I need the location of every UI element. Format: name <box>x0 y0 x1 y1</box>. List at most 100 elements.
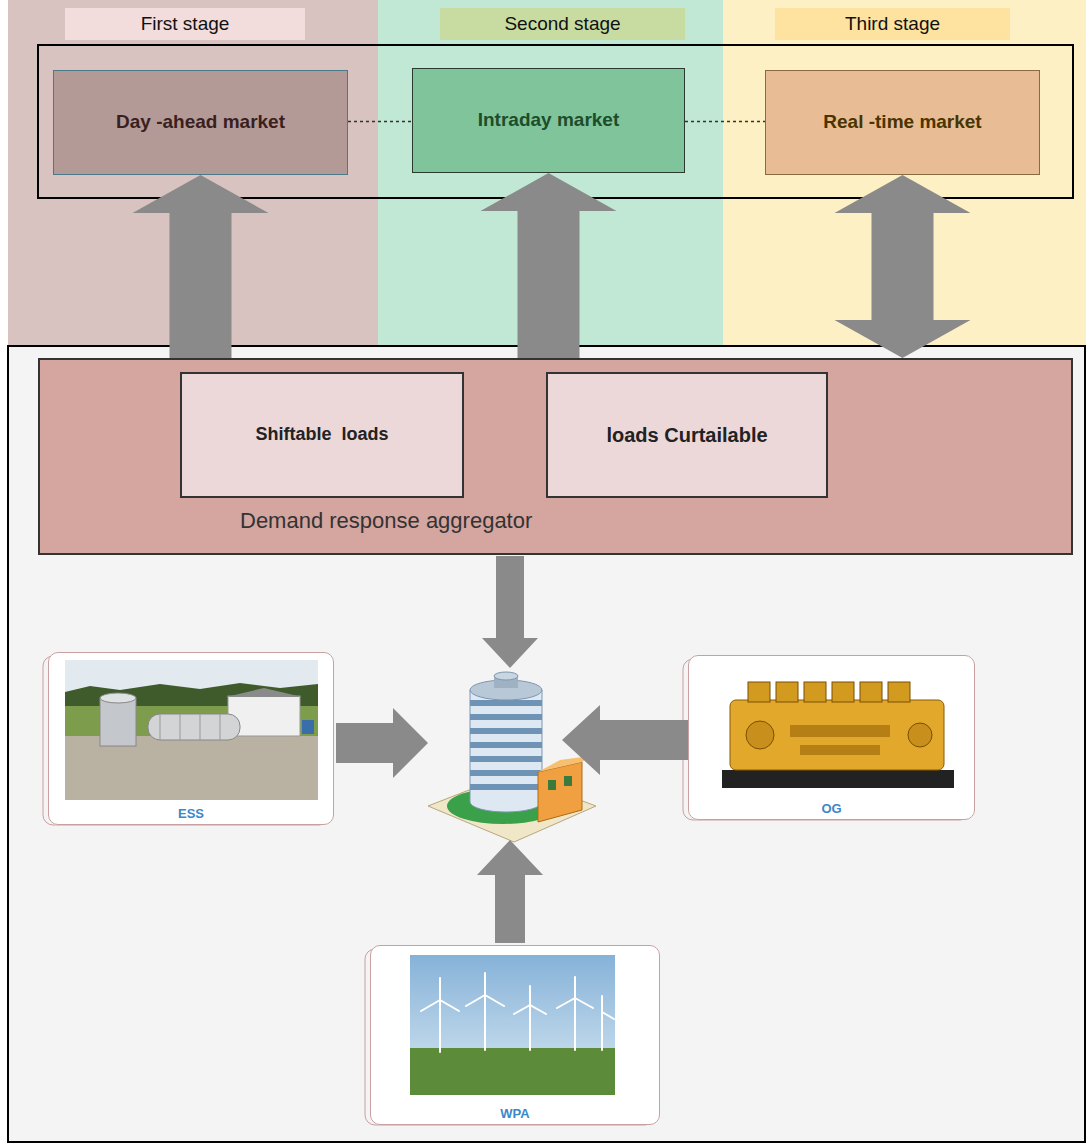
box-label: Intraday market <box>478 109 620 132</box>
drawing-part <box>748 682 910 702</box>
drawing-part <box>688 655 975 820</box>
drawing-part <box>562 705 688 775</box>
resource-card: WPA <box>370 945 660 1125</box>
market-frame <box>38 45 1073 198</box>
market-box: Intraday market <box>412 68 685 173</box>
box-label: Shiftable loads <box>255 424 388 446</box>
drawing-part <box>514 1005 530 1014</box>
drawing-part <box>601 1012 603 1050</box>
drawing-part <box>484 973 486 995</box>
drawing-part <box>601 996 603 1012</box>
drawing-part <box>410 1048 615 1095</box>
box-label: Day -ahead market <box>116 111 285 134</box>
drawing-part <box>557 998 575 1008</box>
drawing-part <box>48 652 334 825</box>
drawing-part <box>180 714 181 740</box>
wpa-picture <box>365 945 660 1125</box>
aggregator-band: Demand response aggregator Shiftable load… <box>38 358 1073 555</box>
lower-frame <box>8 346 1085 1142</box>
drawing-part <box>776 682 798 702</box>
drawing-part <box>529 986 531 1005</box>
drawing-part <box>421 973 614 1052</box>
drawing-part <box>722 770 954 788</box>
band-label: Demand response aggregator <box>240 508 532 534</box>
drawing-part <box>574 977 576 998</box>
drawing-part <box>470 784 542 790</box>
drawing-part <box>574 998 576 1050</box>
drawing-part <box>564 776 572 786</box>
drawing-part <box>421 1000 440 1011</box>
box-label: loads Curtailable <box>606 423 767 447</box>
drawing-part <box>470 690 542 812</box>
drawing-part <box>575 998 593 1008</box>
stage-header: Second stage <box>440 8 685 40</box>
drawing-part <box>470 770 542 776</box>
card-label: OG <box>821 801 841 817</box>
box-label: Real -time market <box>823 111 981 134</box>
drawing-part <box>832 682 854 702</box>
block-arrow <box>835 175 971 358</box>
drawing-part <box>466 995 485 1006</box>
drawing-part <box>602 1012 614 1019</box>
block-arrow <box>133 175 269 358</box>
resource-card: OG <box>688 655 975 820</box>
drawing-part <box>748 682 770 702</box>
drawing-part <box>482 556 538 668</box>
drawing-part <box>65 660 318 800</box>
box-label: Third stage <box>845 13 940 36</box>
drawing-part <box>100 698 136 746</box>
drawing-part <box>226 688 302 697</box>
drawing-part <box>908 723 932 747</box>
drawing-part <box>790 725 890 737</box>
building-icon <box>428 672 596 842</box>
load-box: loads Curtailable <box>546 372 828 498</box>
drawing-part <box>730 700 944 770</box>
ess-picture <box>43 652 334 825</box>
drawing-part <box>484 995 486 1050</box>
drawing-part <box>220 714 221 740</box>
drawing-part <box>470 728 542 734</box>
drawing-part <box>470 742 542 748</box>
drawing-part <box>100 693 136 703</box>
box-label: Second stage <box>504 13 620 36</box>
drawing-part <box>336 708 428 778</box>
drawing-part <box>410 955 615 1095</box>
dashed-link <box>348 121 412 123</box>
drawing-part <box>148 714 240 740</box>
drawing-part <box>485 995 504 1006</box>
dashed-link <box>685 121 765 123</box>
drawing-part <box>494 672 518 680</box>
drawing-part <box>529 1005 531 1050</box>
drawing-part <box>800 745 880 755</box>
stage-header: First stage <box>65 8 305 40</box>
drawing-part <box>860 682 882 702</box>
drawing-part <box>888 682 910 702</box>
load-box: Shiftable loads <box>180 372 464 498</box>
market-box: Real -time market <box>765 70 1040 175</box>
drawing-part <box>470 700 542 790</box>
card-label: ESS <box>178 806 204 822</box>
stage-header: Third stage <box>775 8 1010 40</box>
box-label: First stage <box>141 13 230 36</box>
drawing-part <box>200 714 201 740</box>
drawing-part <box>302 720 314 734</box>
drawing-part <box>548 780 556 790</box>
drawing-part <box>470 700 542 706</box>
drawing-part <box>530 1005 546 1014</box>
drawing-part <box>439 1000 441 1052</box>
drawing-part <box>538 762 582 822</box>
flow-arrows <box>336 556 688 943</box>
drawing-part <box>43 656 329 825</box>
drawing-part <box>804 682 826 702</box>
og-picture <box>683 655 975 820</box>
drawing-part <box>439 978 441 1000</box>
market-box: Day -ahead market <box>53 70 348 175</box>
drawing-part <box>160 714 161 740</box>
drawing-part <box>746 721 774 749</box>
drawing-part <box>440 1000 459 1011</box>
drawing-part <box>470 714 542 720</box>
drawing-part <box>370 945 660 1125</box>
drawing-part <box>470 756 542 762</box>
